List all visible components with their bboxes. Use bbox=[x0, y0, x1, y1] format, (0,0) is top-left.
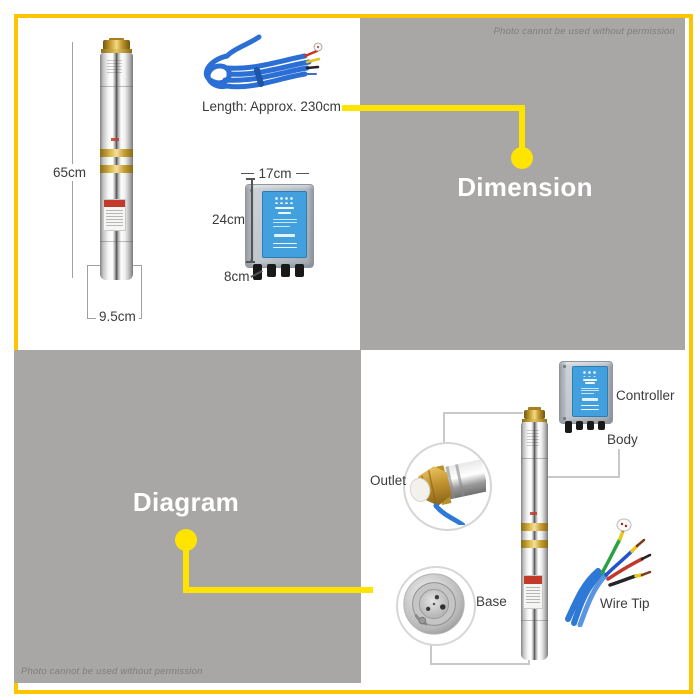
controller-photo-dimension bbox=[245, 184, 314, 281]
dimension-panel-background bbox=[360, 18, 685, 350]
cable-photo bbox=[203, 34, 323, 90]
pump-height-dimension-line bbox=[72, 42, 73, 278]
outlet-callout bbox=[403, 442, 492, 531]
controller-width-label: 17cm bbox=[237, 166, 313, 181]
controller-height-dimension-line bbox=[251, 179, 253, 262]
cable-length-label: Length: Approx. 230cm bbox=[202, 99, 341, 114]
outlet-callout-line bbox=[443, 412, 445, 446]
wire-tip-photo bbox=[565, 518, 652, 627]
diagram-connector-dot bbox=[175, 529, 197, 551]
wire-tip-part-label: Wire Tip bbox=[600, 596, 650, 611]
dimension-connector-line bbox=[342, 105, 525, 111]
pump-photo-diagram bbox=[521, 407, 548, 660]
controller-height-label: 24cm bbox=[212, 212, 246, 227]
watermark-bottom-left: Photo cannot be used without permission bbox=[21, 666, 203, 677]
dimension-connector-dot bbox=[511, 147, 533, 169]
controller-photo-diagram bbox=[559, 361, 613, 433]
outlet-part-label: Outlet bbox=[370, 473, 407, 488]
pump-height-label: 65cm bbox=[50, 164, 90, 181]
diagram-connector-line bbox=[183, 587, 373, 593]
watermark-top-right: Photo cannot be used without permission bbox=[493, 26, 675, 37]
pump-diameter-label: 9.5cm bbox=[96, 309, 139, 324]
diagram-section-title: Diagram bbox=[132, 487, 240, 517]
body-part-label: Body bbox=[607, 432, 638, 447]
pump-photo-dimension bbox=[100, 38, 133, 280]
controller-depth-label: 8cm bbox=[224, 269, 250, 284]
diagram-panel-background bbox=[14, 350, 361, 683]
base-callout-line bbox=[430, 640, 432, 665]
controller-part-label: Controller bbox=[616, 388, 675, 403]
body-callout-line bbox=[618, 449, 620, 478]
dimension-section-title: Dimension bbox=[457, 172, 593, 202]
base-callout bbox=[396, 566, 476, 646]
base-part-label: Base bbox=[476, 594, 507, 609]
